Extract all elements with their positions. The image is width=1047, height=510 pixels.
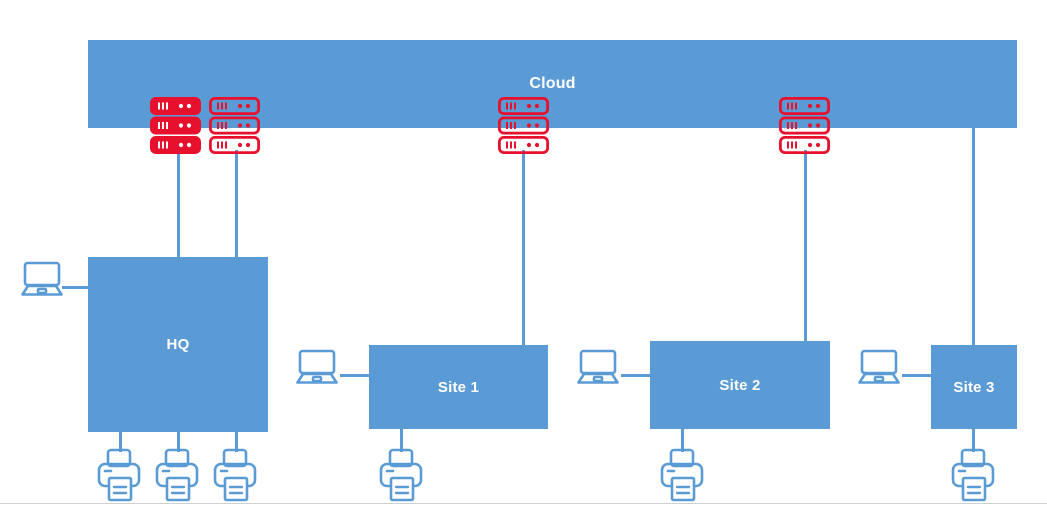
conn-hq-to-printer-2 xyxy=(177,428,180,452)
printer-site1-icon[interactable] xyxy=(378,447,424,503)
conn-cloud-to-site3 xyxy=(972,126,975,348)
node-site2-label: Site 2 xyxy=(719,376,761,394)
node-site3-label: Site 3 xyxy=(953,378,995,396)
laptop-site3-icon[interactable] xyxy=(855,347,903,387)
conn-laptop-hq-to-hq xyxy=(62,286,94,289)
conn-laptop-site3-to-site3 xyxy=(902,374,936,377)
printer-site3-icon[interactable] xyxy=(950,447,996,503)
conn-rack-hq-primary-to-hq xyxy=(177,150,180,260)
rack-site2-icon[interactable] xyxy=(778,96,831,155)
laptop-site2-icon[interactable] xyxy=(574,347,622,387)
node-hq[interactable]: HQ xyxy=(88,257,268,432)
rack-hq-secondary-icon[interactable] xyxy=(208,96,261,155)
bottom-divider xyxy=(0,503,1047,504)
conn-rack-site1-to-site1 xyxy=(522,150,525,348)
conn-site3-to-printer xyxy=(972,425,975,452)
printer-site2-icon[interactable] xyxy=(659,447,705,503)
node-site2[interactable]: Site 2 xyxy=(650,341,830,429)
printer-hq-3-icon[interactable] xyxy=(212,447,258,503)
conn-laptop-site1-to-site1 xyxy=(340,374,374,377)
conn-laptop-site2-to-site2 xyxy=(621,374,655,377)
conn-hq-to-printer-3 xyxy=(235,428,238,452)
conn-rack-hq-secondary-to-hq xyxy=(235,150,238,260)
conn-hq-to-printer-1 xyxy=(119,428,122,452)
rack-site1-icon[interactable] xyxy=(497,96,550,155)
conn-rack-site2-to-site2 xyxy=(804,150,807,344)
printer-hq-2-icon[interactable] xyxy=(154,447,200,503)
laptop-site1-icon[interactable] xyxy=(293,347,341,387)
conn-site1-to-printer xyxy=(400,425,403,452)
rack-hq-primary-icon[interactable] xyxy=(149,96,202,155)
laptop-hq-icon[interactable] xyxy=(18,259,66,299)
node-cloud-label: Cloud xyxy=(529,75,576,92)
node-site1-label: Site 1 xyxy=(437,378,480,396)
node-site3[interactable]: Site 3 xyxy=(931,345,1017,429)
printer-hq-1-icon[interactable] xyxy=(96,447,142,503)
node-site1[interactable]: Site 1 xyxy=(369,345,548,429)
node-hq-label: HQ xyxy=(166,336,190,353)
conn-site2-to-printer xyxy=(681,425,684,452)
